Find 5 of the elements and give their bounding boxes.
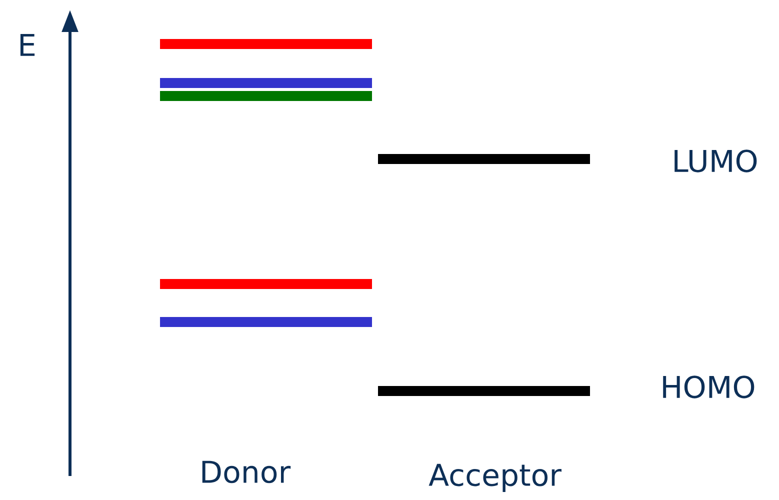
column-label: Acceptor <box>428 464 562 492</box>
level-label: LUMO <box>674 150 757 172</box>
column-label: Donor <box>202 460 291 484</box>
axis-label: E <box>20 34 35 56</box>
level-label: HOMO <box>663 376 754 398</box>
